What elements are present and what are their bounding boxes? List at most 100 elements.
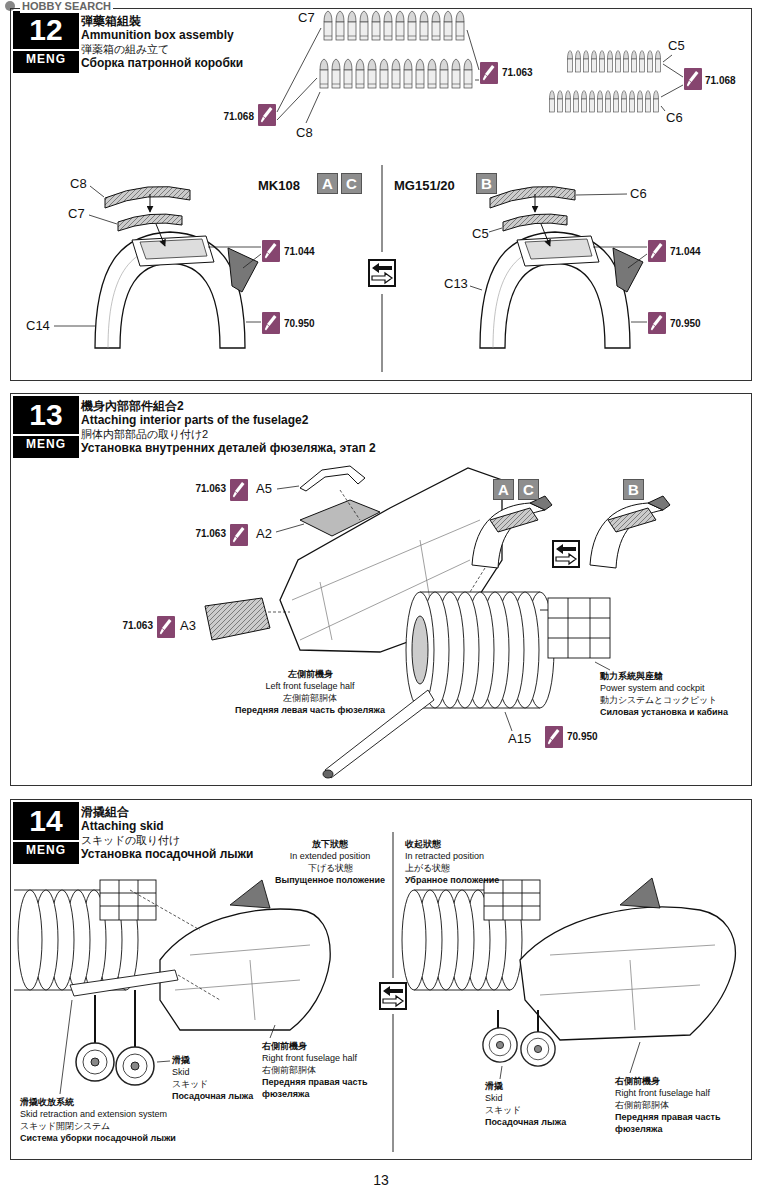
part-number: C5 — [668, 38, 685, 53]
state-label: 放下狀態 — [312, 838, 348, 850]
part-label: Skid — [485, 1092, 503, 1104]
leader-lines — [54, 28, 683, 326]
drawing-part — [157, 616, 175, 638]
drawing-part — [258, 104, 276, 126]
drawing-part — [318, 58, 474, 90]
drawing-part — [230, 524, 248, 546]
drawing-part — [648, 240, 666, 262]
drawing-part — [590, 496, 670, 568]
variant-code: A — [322, 175, 333, 192]
part-label: Передняя левая часть фюзеляжа — [235, 704, 385, 716]
drawing-part — [208, 247, 261, 322]
part-number: C14 — [26, 318, 50, 333]
state-label: Выпущенное положение — [275, 874, 385, 886]
retracted-drawing — [402, 878, 735, 1040]
step-number: 14 — [13, 802, 79, 840]
drawing-part — [648, 312, 666, 334]
drawing-part — [322, 10, 466, 42]
drawing-part — [412, 616, 428, 684]
ammo-box-drawings — [95, 186, 643, 348]
part-label: 右側前部胴体 — [262, 1064, 316, 1076]
extended-drawing — [14, 880, 330, 1048]
step-number: 13 — [13, 396, 79, 434]
part-label: Right front fuselage half — [262, 1052, 357, 1064]
step-heading: Установка посадочной лыжи — [81, 847, 253, 861]
part-label: Передняя правая часть фюзеляжа — [262, 1076, 387, 1100]
part-label: 滑撬 — [172, 1054, 190, 1066]
brand-logo: MENG — [13, 840, 79, 858]
part-label: Силовая установка и кабина — [600, 706, 728, 718]
part-number: C7 — [68, 206, 85, 221]
drawing-part — [318, 58, 474, 90]
drawing-part — [54, 186, 117, 326]
drawing-part — [566, 50, 662, 74]
swap-icon — [369, 260, 395, 286]
state-label: 收起狀態 — [405, 838, 441, 850]
drawing-part — [545, 726, 563, 748]
state-label: Убранное положение — [405, 874, 499, 886]
variant-code: C — [346, 175, 357, 192]
part-label: Power system and cockpit — [600, 682, 705, 694]
drawing-part — [472, 496, 552, 568]
part-number: C5 — [472, 226, 489, 241]
paint-code: 71.063 — [195, 528, 226, 540]
drawing-part — [467, 30, 479, 80]
part-number: A5 — [256, 481, 272, 496]
part-number: C7 — [298, 10, 315, 25]
step-badge: 13MENG — [13, 396, 79, 458]
drawing-part — [484, 880, 540, 920]
drawing-part — [402, 890, 426, 990]
step-heading: Ammunition box assembly — [81, 28, 234, 42]
paint-code: 71.044 — [284, 246, 315, 258]
step-badge: 14MENG — [13, 802, 79, 864]
variant-name: MK108 — [258, 178, 300, 193]
drawing-part — [566, 50, 662, 74]
drawing-part — [300, 466, 365, 491]
part-label: スキッド — [485, 1104, 521, 1116]
variant-code: B — [481, 175, 492, 192]
swap-icon — [380, 983, 406, 1009]
drawing-part — [230, 880, 270, 908]
paint-code: 71.044 — [670, 246, 701, 258]
part-label: Left front fuselage half — [265, 680, 354, 692]
variant-letter: C — [341, 173, 362, 194]
drawing-part — [480, 62, 498, 84]
drawing-part — [540, 598, 610, 658]
step-heading: Сборка патронной коробки — [81, 56, 243, 70]
step-number: 12 — [13, 11, 79, 49]
variant-code: C — [523, 481, 534, 498]
part-label: 右側前機身 — [262, 1040, 307, 1052]
cartridge-strips — [318, 10, 662, 114]
drawing-part — [306, 92, 320, 123]
part-number: C6 — [630, 186, 647, 201]
part-number: C8 — [296, 125, 313, 140]
drawing-part — [500, 1042, 640, 1079]
part-number: C8 — [70, 176, 87, 191]
step-heading: Установка внутренних деталей фюзеляжа, э… — [81, 441, 376, 455]
variant-name: MG151/20 — [394, 178, 455, 193]
drawing-part — [116, 1047, 154, 1085]
part-number: A2 — [256, 526, 272, 541]
drawing-part — [95, 990, 135, 1048]
variant-letter: B — [476, 173, 497, 194]
part-label: 動力系統與座艙 — [600, 670, 663, 682]
drawing-part — [70, 970, 178, 996]
drawing-part — [520, 907, 735, 1040]
drawing-part — [521, 1032, 555, 1066]
drawing-part — [593, 247, 647, 322]
step-heading: 滑撬組合 — [81, 805, 129, 819]
step-heading: 弾薬箱の組み立て — [81, 42, 169, 56]
drawing-part — [276, 486, 610, 731]
paint-icons — [157, 62, 702, 748]
part-label: Skid — [172, 1066, 190, 1078]
drawing-part — [230, 479, 248, 501]
drawing-part — [420, 592, 540, 708]
part-label: 右側前部胴体 — [615, 1099, 669, 1111]
variant-code: A — [498, 481, 509, 498]
drawing-part — [548, 90, 660, 114]
step-heading: スキッドの取り付け — [81, 833, 180, 847]
wheels — [76, 1043, 154, 1085]
drawing-part — [130, 890, 220, 1000]
step-heading: 胴体内部部品の取り付け2 — [81, 427, 208, 441]
